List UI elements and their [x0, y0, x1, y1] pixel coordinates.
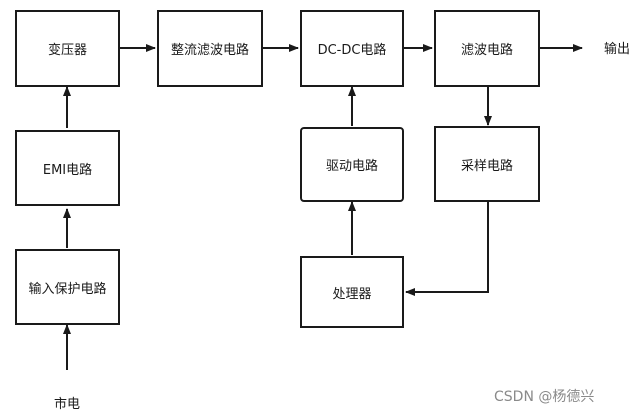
processor-box: 处理器: [300, 256, 404, 328]
sampling-box: 采样电路: [434, 126, 540, 202]
emi-box: EMI电路: [15, 130, 120, 206]
arrow-sampling-to-processor: [405, 202, 489, 296]
watermark: CSDN @杨德兴: [494, 389, 595, 405]
filter-box: 滤波电路: [434, 10, 540, 87]
input-protection-box: 输入保护电路: [15, 249, 120, 325]
transformer-box: 变压器: [15, 10, 120, 87]
rectifier-filter-box: 整流滤波电路: [157, 10, 263, 87]
dcdc-box: DC-DC电路: [300, 10, 404, 87]
mains-label: 市电: [54, 397, 81, 412]
output-label: 输出: [604, 42, 631, 57]
driver-box: 驱动电路: [300, 127, 404, 202]
